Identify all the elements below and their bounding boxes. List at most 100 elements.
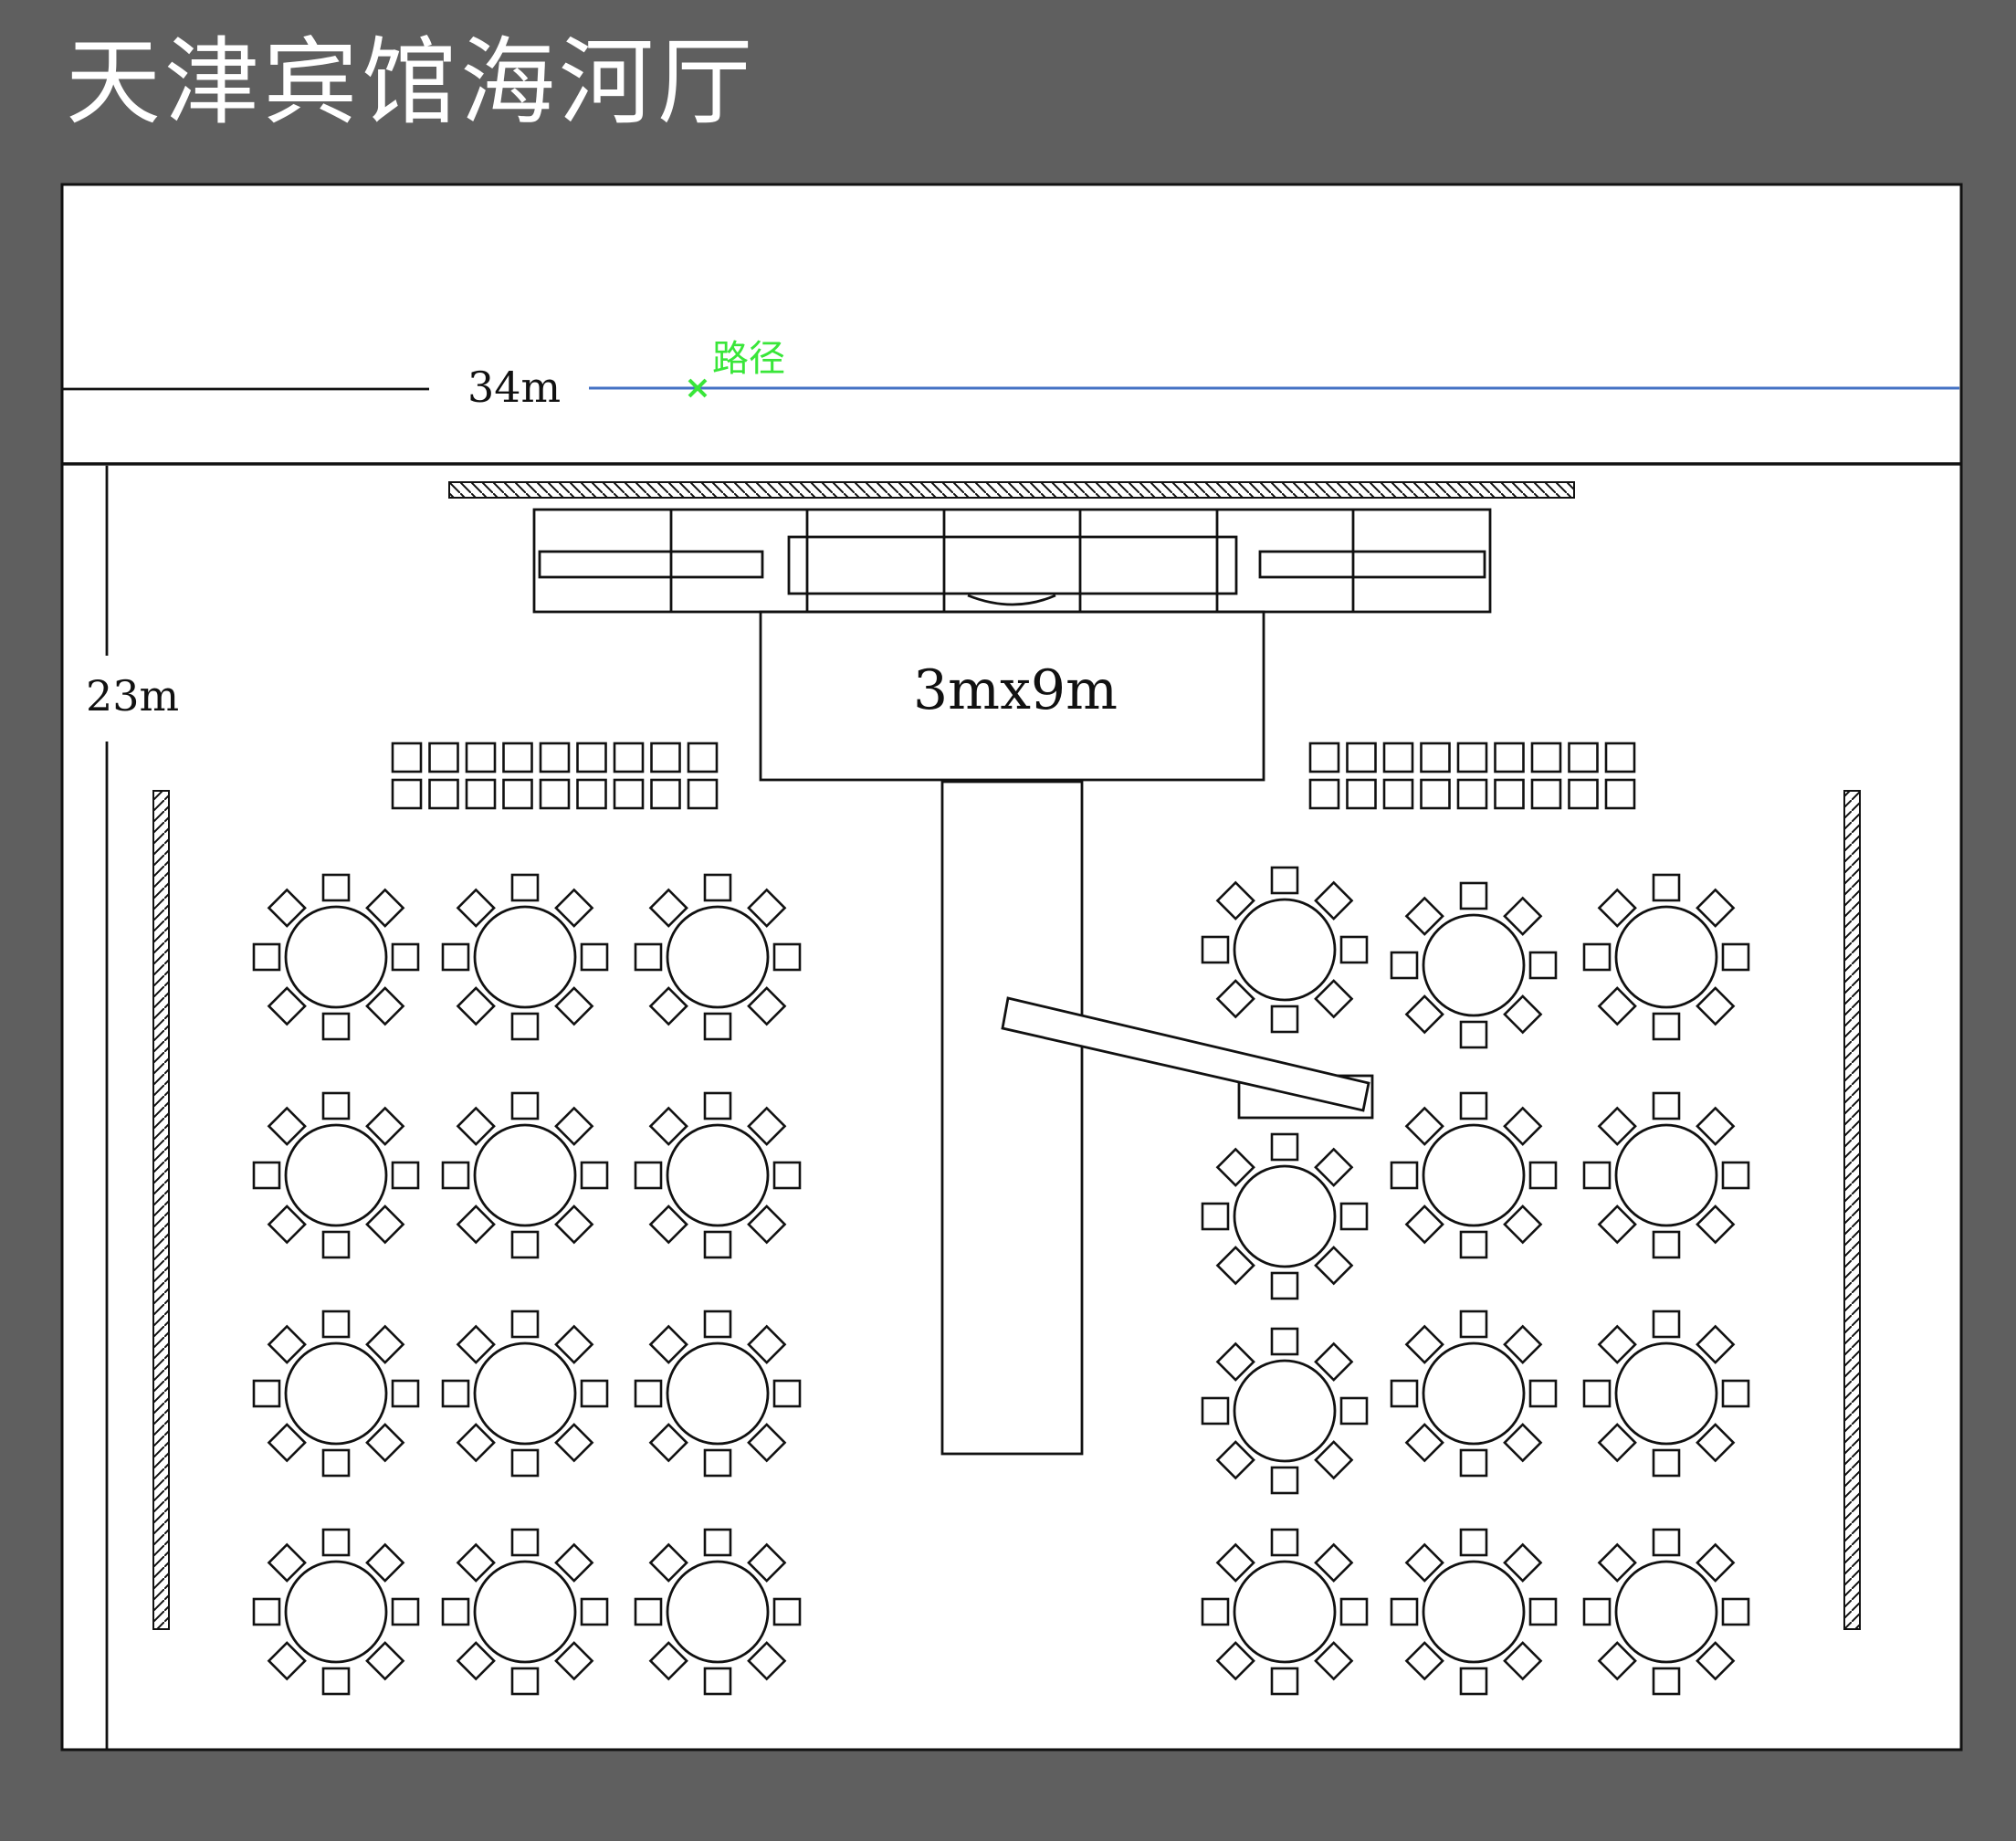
table-chair: [1270, 1327, 1299, 1356]
table-chair: [554, 1542, 594, 1583]
round-table: [1201, 1132, 1369, 1300]
table-chair: [1582, 1597, 1612, 1626]
front-row-chair: [1568, 778, 1599, 810]
table-chair: [456, 1324, 496, 1364]
table-chair: [1696, 1106, 1736, 1146]
table-chair: [1404, 896, 1444, 936]
table-chair: [1314, 1440, 1354, 1480]
front-seating-right: [1308, 742, 1636, 810]
table-chair: [1696, 1324, 1736, 1364]
table-chair: [1696, 1205, 1736, 1245]
table-chair: [1721, 1597, 1750, 1626]
table-chair: [1503, 1106, 1543, 1146]
table-chair: [648, 1205, 688, 1245]
table-chair: [772, 942, 802, 972]
table-chair: [1459, 1020, 1488, 1049]
table-chair: [321, 873, 351, 902]
table-chair: [1652, 873, 1681, 902]
table-chair: [1459, 1310, 1488, 1339]
table-chair: [391, 1379, 420, 1408]
table-chair: [1390, 1161, 1419, 1190]
stage-backdrop-truss: [448, 481, 1575, 499]
table-chair: [321, 1091, 351, 1120]
table-chair: [1390, 951, 1419, 980]
table-chair: [456, 1641, 496, 1681]
front-row-chair: [1346, 742, 1377, 773]
table-chair: [1459, 1230, 1488, 1259]
table-chair: [747, 1641, 787, 1681]
table-chair: [1528, 1597, 1558, 1626]
table-chair: [1270, 1667, 1299, 1696]
table-chair: [252, 1161, 281, 1190]
table-chair: [1314, 1341, 1354, 1382]
table-chair: [365, 1542, 405, 1583]
route-path-marker[interactable]: [688, 378, 708, 398]
table-chair: [703, 1230, 732, 1259]
table-chair: [1390, 1597, 1419, 1626]
table-chair: [1459, 1091, 1488, 1120]
front-row-chair: [1346, 778, 1377, 810]
table-chair: [1314, 1147, 1354, 1187]
table-chair: [634, 1597, 663, 1626]
round-table: [252, 1528, 420, 1696]
table-chair: [1503, 994, 1543, 1035]
table-chair: [321, 1528, 351, 1557]
table-chair: [1503, 1542, 1543, 1583]
front-row-chair: [539, 778, 571, 810]
round-table: [441, 1091, 609, 1259]
table-chair: [365, 1106, 405, 1146]
round-table: [1390, 1528, 1558, 1696]
round-table: [441, 873, 609, 1041]
front-row-chair: [650, 778, 681, 810]
table-chair: [267, 1542, 307, 1583]
table-chair: [703, 1448, 732, 1478]
table-chair: [1404, 1641, 1444, 1681]
round-table: [252, 1091, 420, 1259]
table-chair: [1652, 1528, 1681, 1557]
table-chair: [321, 1012, 351, 1041]
front-row-chair: [1530, 742, 1562, 773]
table-chair: [1503, 1324, 1543, 1364]
table-chair: [634, 1379, 663, 1408]
main-stage: [759, 610, 1265, 782]
table-chair: [365, 1423, 405, 1463]
round-table: [1582, 1310, 1750, 1478]
left-side-truss: [152, 790, 170, 1630]
table-chair: [1459, 1448, 1488, 1478]
table-chair: [1597, 888, 1637, 928]
front-row-chair: [650, 742, 681, 773]
table-chair: [1528, 1161, 1558, 1190]
table-chair: [1597, 1106, 1637, 1146]
table-chair: [1459, 881, 1488, 910]
table-chair: [1404, 994, 1444, 1035]
front-row-chair: [1420, 778, 1451, 810]
table-chair: [747, 1423, 787, 1463]
table-chair: [391, 1597, 420, 1626]
front-row-chair: [428, 742, 459, 773]
table-chair: [456, 1106, 496, 1146]
table-chair: [703, 1667, 732, 1696]
table-chair: [365, 986, 405, 1026]
table-chair: [1314, 880, 1354, 920]
banquet-tables: [252, 866, 1750, 1696]
table-chair: [1652, 1091, 1681, 1120]
table-chair: [1215, 880, 1255, 920]
table-chair: [554, 1641, 594, 1681]
front-row-chair: [1456, 778, 1488, 810]
round-table: [634, 1091, 802, 1259]
table-chair: [648, 986, 688, 1026]
width-dimension-label: 34m: [467, 363, 561, 412]
table-chair: [1215, 1147, 1255, 1187]
round-table: [252, 873, 420, 1041]
table-chair: [1339, 935, 1369, 964]
front-row-chair: [428, 778, 459, 810]
table-chair: [267, 1205, 307, 1245]
table-chair: [1215, 1542, 1255, 1583]
table-chair: [554, 1324, 594, 1364]
front-row-chair: [502, 742, 533, 773]
front-row-chair: [539, 742, 571, 773]
front-row-chair: [1530, 778, 1562, 810]
table-chair: [580, 1597, 609, 1626]
table-chair: [1582, 1161, 1612, 1190]
table-chair: [267, 1423, 307, 1463]
